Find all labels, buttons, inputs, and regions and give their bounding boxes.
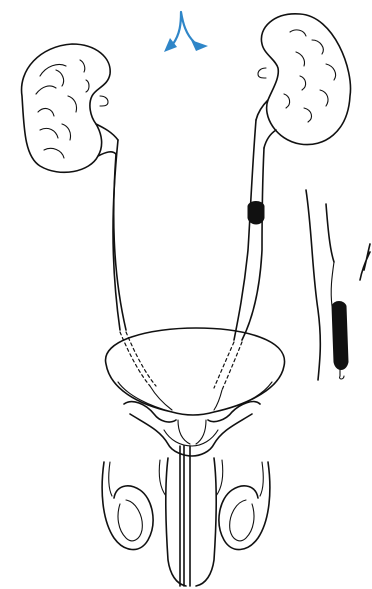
prostate-region bbox=[124, 402, 260, 456]
left-ureter bbox=[113, 140, 156, 386]
catheter-detail bbox=[306, 190, 370, 380]
right-kidney bbox=[256, 14, 351, 148]
right-ureter bbox=[214, 120, 264, 390]
split-arrows-icon[interactable] bbox=[164, 12, 208, 52]
urethra bbox=[159, 446, 223, 586]
right-testis bbox=[219, 462, 270, 550]
left-kidney bbox=[22, 44, 118, 172]
left-testis bbox=[102, 462, 153, 550]
